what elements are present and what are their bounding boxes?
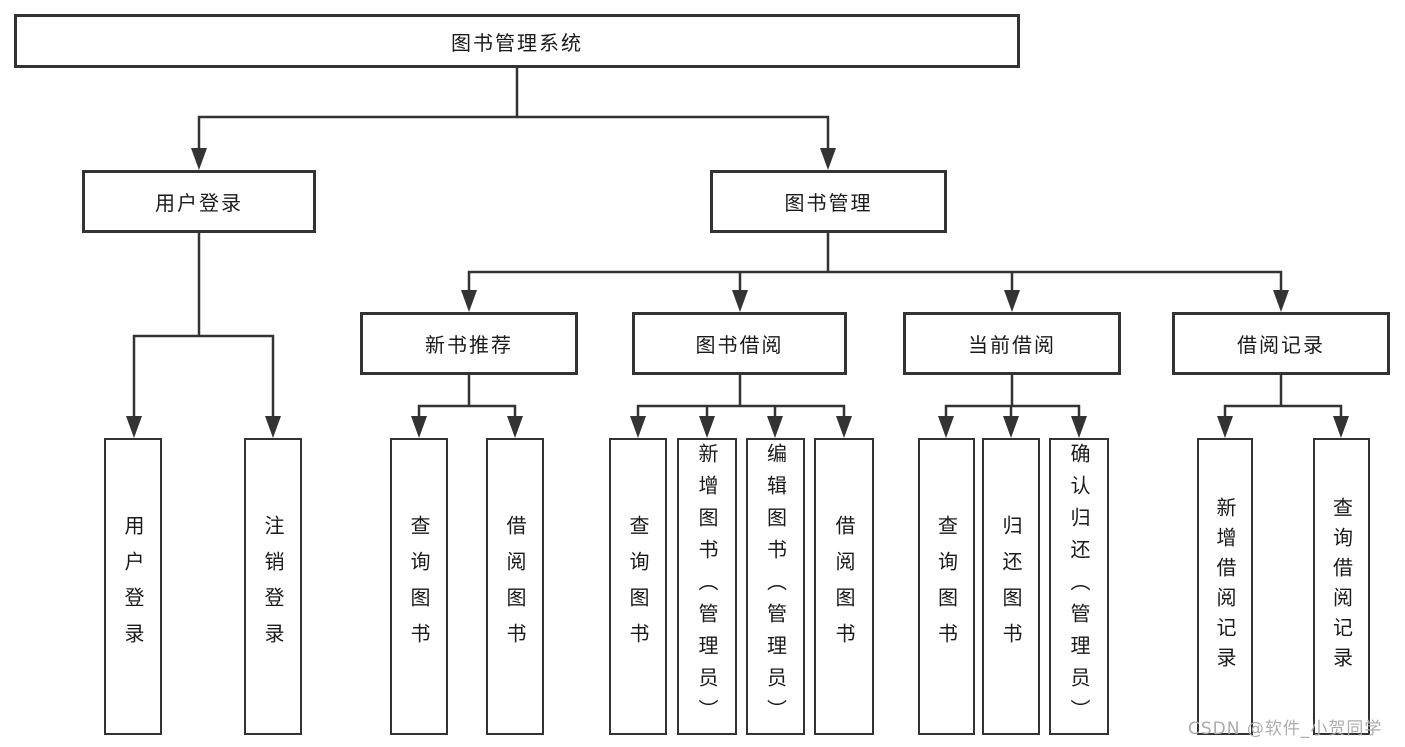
connector-root [191, 68, 836, 170]
leaf-query-borrow-record: 查询借阅记录 [1313, 438, 1370, 735]
leaf-add-borrow-record: 新增借阅记录 [1197, 438, 1253, 735]
leaf-logout-login: 注销登录 [244, 438, 302, 735]
node-label: 查询图书 [934, 514, 959, 659]
leaf-borrow-books-borrowing: 借阅图书 [814, 438, 874, 735]
node-label: 查询借阅记录 [1329, 496, 1354, 677]
node-label: 查询图书 [407, 514, 431, 659]
connector-book-borrowing [630, 375, 852, 438]
leaf-edit-books-admin: 编辑图书（管理员） [746, 438, 805, 735]
node-label: 用户登录 [121, 514, 145, 659]
node-label: 图书借阅 [695, 333, 784, 357]
node-book-management: 图书管理 [710, 170, 947, 233]
node-label: 借阅图书 [832, 514, 856, 659]
node-label: 图书管理系统 [451, 30, 583, 55]
node-label: 归还图书 [999, 514, 1023, 659]
leaf-query-books-recommend: 查询图书 [390, 438, 448, 735]
node-borrowing-records: 借阅记录 [1172, 312, 1390, 375]
connector-borrowing-records [1217, 375, 1349, 438]
node-label: 借阅记录 [1237, 333, 1325, 357]
node-label: 确认归还（管理员） [1067, 442, 1091, 731]
leaf-borrow-books-recommend: 借阅图书 [486, 438, 544, 735]
node-label: 当前借阅 [968, 333, 1056, 357]
node-current-borrowing: 当前借阅 [903, 312, 1121, 375]
node-new-book-recommendation: 新书推荐 [360, 312, 578, 375]
node-book-borrowing: 图书借阅 [632, 312, 847, 375]
node-label: 新增借阅记录 [1213, 496, 1237, 677]
leaf-return-books: 归还图书 [982, 438, 1040, 735]
node-label: 借阅图书 [503, 514, 527, 659]
node-label: 编辑图书（管理员） [763, 442, 788, 731]
leaf-user-login: 用户登录 [104, 438, 162, 735]
node-label: 用户登录 [155, 191, 243, 215]
node-user-login: 用户登录 [82, 170, 316, 233]
node-label: 查询图书 [626, 514, 650, 659]
connector-book-management [461, 233, 1289, 312]
watermark-text: CSDN @软件_小贺同学 [1188, 719, 1383, 739]
leaf-query-books-borrowing: 查询图书 [609, 438, 667, 735]
node-label: 注销登录 [261, 514, 285, 659]
leaf-confirm-return-admin: 确认归还（管理员） [1049, 438, 1109, 735]
node-label: 图书管理 [784, 191, 873, 215]
leaf-add-books-admin: 新增图书（管理员） [677, 438, 737, 735]
node-label: 新书推荐 [425, 333, 513, 357]
connector-current-borrowing [938, 375, 1087, 438]
connector-new-book-recommendation [411, 375, 523, 438]
node-label: 新增图书（管理员） [695, 442, 719, 731]
leaf-query-books-current: 查询图书 [918, 438, 975, 735]
node-library-management-system: 图书管理系统 [14, 14, 1020, 68]
connector-user-login [126, 233, 281, 438]
